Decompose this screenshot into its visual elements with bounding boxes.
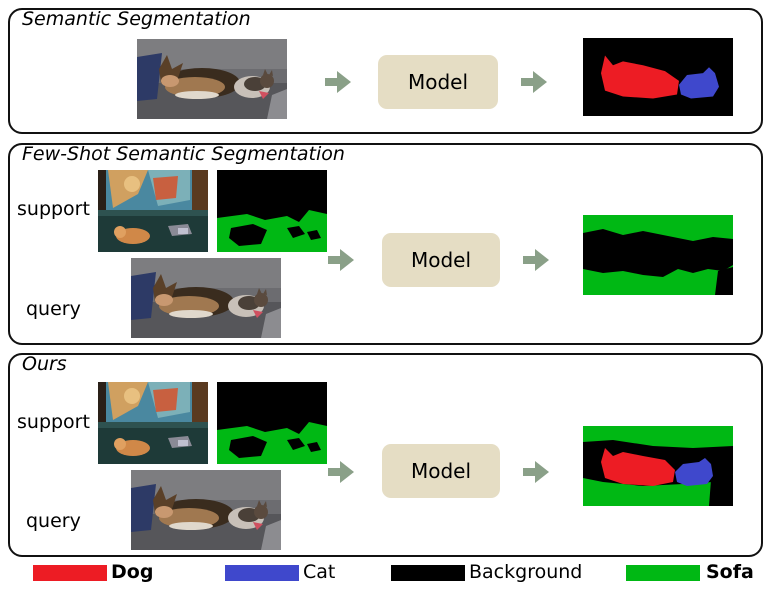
output-mask: [583, 215, 733, 295]
legend-swatch-sofa: [626, 565, 700, 581]
model-label: Model: [410, 459, 472, 483]
arrow-icon: [328, 249, 354, 271]
legend-swatch-cat: [225, 565, 299, 581]
arrow-icon: [523, 461, 549, 483]
query-label: query: [26, 298, 81, 320]
legend-swatch-dog: [33, 565, 107, 581]
model-box: Model: [382, 444, 500, 498]
output-mask: [583, 38, 733, 116]
model-box: Model: [382, 233, 500, 287]
input-image: [137, 39, 287, 119]
model-box: Model: [378, 55, 498, 109]
arrow-icon: [325, 71, 351, 93]
legend-swatch-background: [391, 565, 465, 581]
arrow-icon: [521, 71, 547, 93]
arrow-icon: [328, 461, 354, 483]
support-image: [98, 382, 208, 464]
panel-title: Ours: [22, 353, 67, 375]
support-label: support: [17, 198, 90, 220]
support-mask: [217, 170, 327, 252]
model-label: Model: [410, 248, 472, 272]
model-label: Model: [407, 70, 469, 94]
panel-ours: Ours: [8, 353, 763, 557]
legend-label-sofa: Sofa: [706, 561, 754, 583]
query-image: [131, 258, 281, 338]
support-label: support: [17, 411, 90, 433]
arrow-icon: [523, 249, 549, 271]
legend-label-dog: Dog: [111, 561, 154, 583]
legend-label-background: Background: [469, 561, 583, 583]
panel-few-shot-segmentation: Few-Shot Semantic Segmentation: [8, 143, 763, 345]
support-image: [98, 170, 208, 252]
query-image: [131, 470, 281, 550]
output-mask: [583, 426, 733, 506]
panel-title: Few-Shot Semantic Segmentation: [22, 143, 345, 165]
query-label: query: [26, 510, 81, 532]
legend-label-cat: Cat: [303, 561, 336, 583]
support-mask: [217, 382, 327, 464]
panel-title: Semantic Segmentation: [22, 8, 251, 30]
panel-semantic-segmentation: Semantic Segmentation: [8, 8, 763, 134]
